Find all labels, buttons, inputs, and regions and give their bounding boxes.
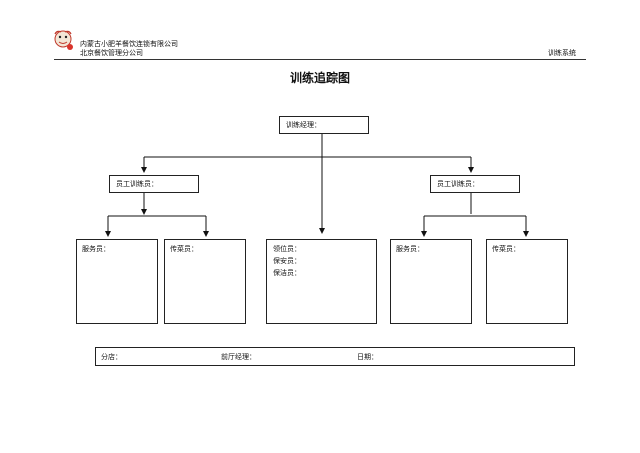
right-runner-box: 传菜员： xyxy=(486,239,568,324)
security-label: 保安员： xyxy=(273,257,301,265)
right-runner-label: 传菜员： xyxy=(492,245,520,253)
store-field-label: 分店： xyxy=(101,353,122,361)
company-name: 内蒙古小肥羊餐饮连锁有限公司 xyxy=(80,40,178,48)
left-runner-label: 传菜员： xyxy=(170,245,198,253)
right-waiter-label: 服务员： xyxy=(396,245,424,253)
center-staff-box: 领位员： 保安员： 保洁员： xyxy=(266,239,377,324)
right-trainer-box: 员工训练员： xyxy=(430,175,520,193)
right-waiter-box: 服务员： xyxy=(390,239,472,324)
left-waiter-label: 服务员： xyxy=(82,245,110,253)
right-trainer-label: 员工训练员： xyxy=(437,180,479,188)
branch-name: 北京餐饮管理分公司 xyxy=(80,49,143,57)
system-name: 训练系统 xyxy=(548,49,576,57)
header-divider xyxy=(54,59,586,60)
page-title: 训练追踪图 xyxy=(289,71,350,85)
host-label: 领位员： xyxy=(273,245,301,253)
left-waiter-box: 服务员： xyxy=(76,239,158,324)
company-logo-icon xyxy=(54,30,73,50)
left-trainer-box: 员工训练员： xyxy=(109,175,199,193)
cleaner-label: 保洁员： xyxy=(273,269,301,277)
footer-info-bar xyxy=(95,347,575,366)
left-runner-box: 传菜员： xyxy=(164,239,246,324)
date-field-label: 日期： xyxy=(357,353,378,361)
lobby-manager-field-label: 前厅经理： xyxy=(221,353,256,361)
training-manager-box: 训练经理： xyxy=(279,116,369,134)
training-manager-label: 训练经理： xyxy=(286,121,321,129)
left-trainer-label: 员工训练员： xyxy=(116,180,158,188)
